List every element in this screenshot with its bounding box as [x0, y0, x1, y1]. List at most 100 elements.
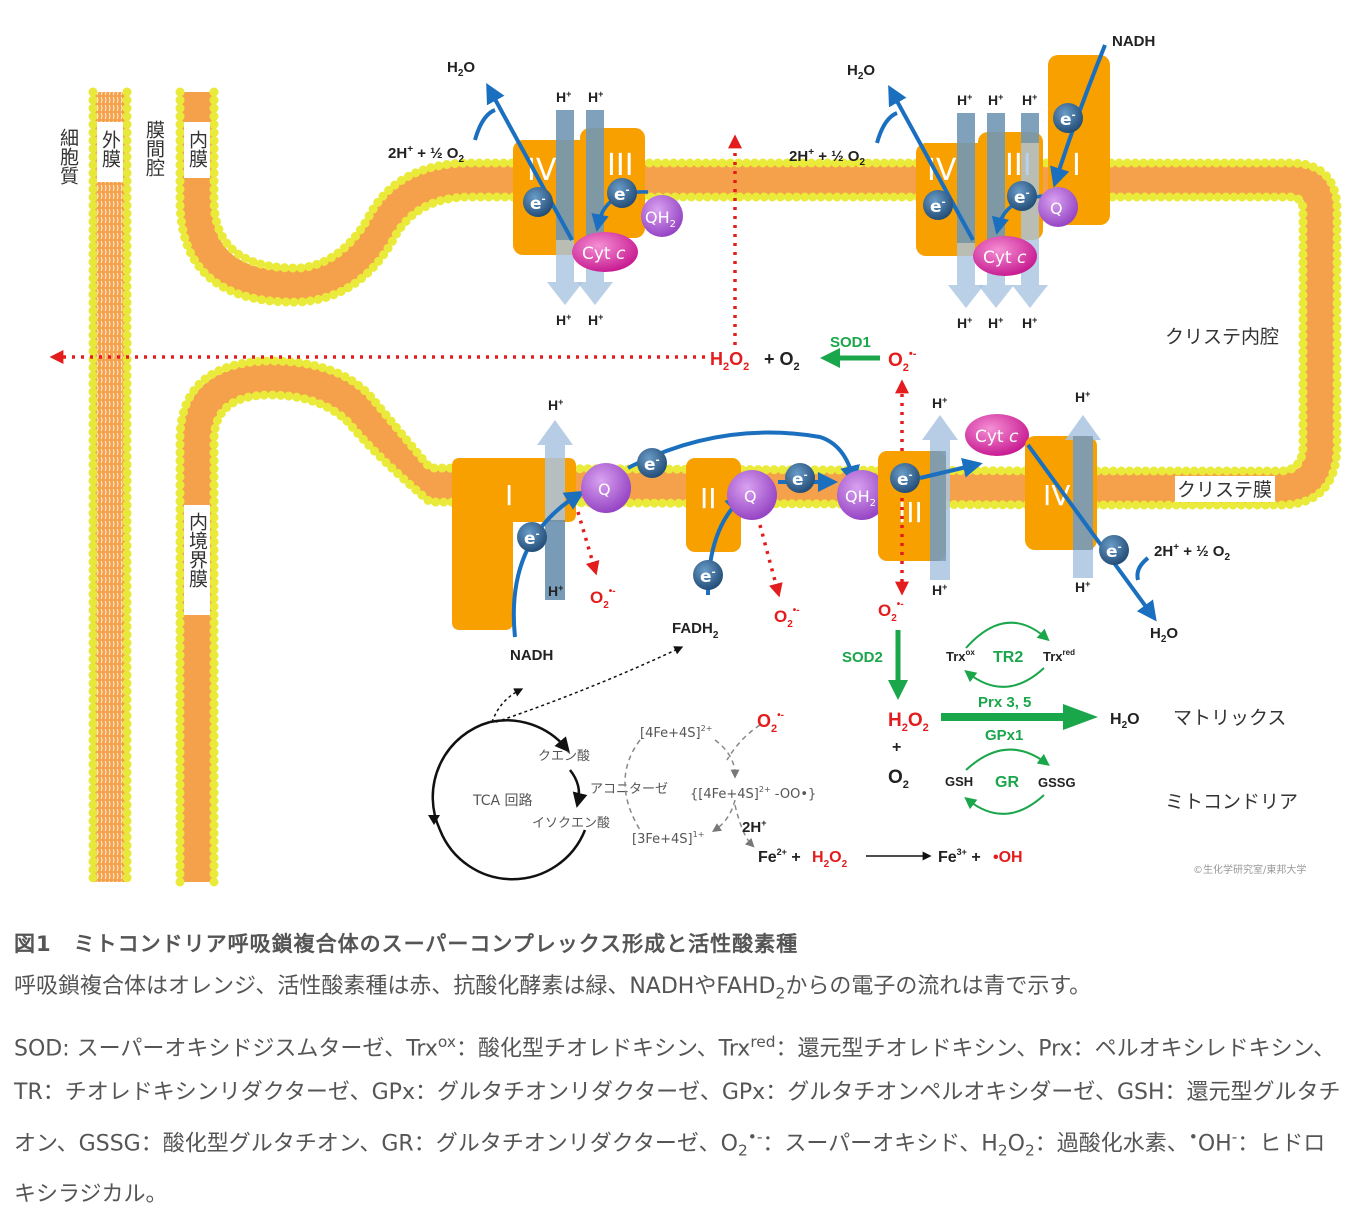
svg-text:Fe2+ +: Fe2+ + — [758, 847, 801, 866]
sod1-reaction: H2O2 + O2 SOD1 O2•- — [49, 134, 917, 460]
svg-text:+ O2: + O2 — [764, 349, 800, 373]
svg-text:2H+ + ½ O2: 2H+ + ½ O2 — [789, 147, 865, 168]
svg-text:Q: Q — [1050, 199, 1063, 218]
caption-legend-pre: 呼吸鎖複合体はオレンジ、活性酸素種は赤、抗酸化酵素は緑、NADHやFAHD — [14, 974, 776, 999]
qh2 — [641, 195, 683, 237]
svg-text:GPx1: GPx1 — [985, 727, 1023, 744]
svg-text:O2: O2 — [888, 767, 909, 791]
svg-text:O2•-: O2•- — [590, 586, 616, 611]
svg-text:アコニターゼ: アコニターゼ — [590, 782, 668, 797]
caption-run: SOD: スーパーオキシドジスムターゼ、Trx — [14, 1036, 438, 1062]
region-labels: 細胞質 外膜 膜間腔 内膜 内境界膜 クリステ内腔 クリステ膜 マトリックス ミ… — [57, 120, 1306, 876]
svg-text:Q: Q — [598, 480, 611, 499]
electron — [923, 190, 953, 220]
svg-text:H+: H+ — [988, 315, 1003, 331]
svg-text:{[4Fe+4S]2+ -OO•}: {[4Fe+4S]2+ -OO•} — [690, 785, 816, 802]
caption-run: ：過酸化水素、 — [1034, 1131, 1189, 1157]
outer-membrane — [88, 87, 132, 887]
electron — [517, 522, 547, 552]
svg-text:TCA 回路: TCA 回路 — [472, 793, 533, 809]
caption-run: 2 — [1024, 1142, 1035, 1161]
figure-caption-legend: 呼吸鎖複合体はオレンジ、活性酸素種は赤、抗酸化酵素は緑、NADHやFAHD2から… — [14, 972, 1344, 1008]
caption-run: ：還元型チオレドキシン、Prx：ペルオキシレドキシン、TR：チオレドキシンリダク… — [14, 1036, 1341, 1157]
svg-text:I: I — [1072, 148, 1081, 183]
svg-text:NADH: NADH — [1112, 33, 1155, 50]
svg-text:H+: H+ — [1075, 579, 1090, 595]
figure-caption-abbreviations: SOD: スーパーオキシドジスムターゼ、Trxox：酸化型チオレドキシン、Trx… — [14, 1020, 1344, 1217]
electron — [1053, 103, 1083, 133]
svg-text:Cyt c: Cyt c — [983, 248, 1027, 268]
caption-legend-sub: 2 — [775, 984, 786, 1003]
mitochondria-ros-diagram: 細胞質 外膜 膜間腔 内膜 内境界膜 クリステ内腔 クリステ膜 マトリックス ミ… — [49, 33, 1342, 887]
svg-text:I: I — [505, 479, 513, 512]
svg-text:QH2: QH2 — [845, 487, 876, 509]
svg-text:H2O: H2O — [847, 62, 875, 82]
label-inner-membrane: 内膜 — [186, 130, 208, 168]
svg-text:SOD2: SOD2 — [842, 649, 883, 666]
svg-text:H2O2: H2O2 — [710, 349, 749, 373]
complex-ii — [686, 458, 741, 552]
copyright: ©生化学研究室/東邦大学 — [1193, 863, 1306, 876]
label-cristae-lumen: クリステ内腔 — [1165, 326, 1279, 348]
svg-text:H+: H+ — [932, 582, 947, 598]
figure-caption-title: 図1 ミトコンドリア呼吸鎖複合体のスーパーコンプレックス形成と活性酸素種 — [14, 932, 799, 956]
svg-text:H2O: H2O — [447, 59, 475, 79]
svg-text:O2•-: O2•- — [757, 710, 784, 735]
electron — [523, 187, 553, 217]
svg-text:H+: H+ — [556, 89, 571, 105]
svg-text:Trxox: Trxox — [946, 648, 975, 664]
svg-text:GSH: GSH — [945, 774, 973, 789]
svg-text:H2O: H2O — [1110, 711, 1140, 731]
svg-text:Fe3+ +: Fe3+ + — [938, 847, 981, 866]
svg-text:[3Fe+4S]1+: [3Fe+4S]1+ — [632, 830, 704, 847]
lower-chain: I H+ H+ e- Q O2•- NADH e- II e- FADH2 Q … — [452, 389, 1230, 664]
svg-text:TR2: TR2 — [993, 649, 1023, 666]
inner-membrane-upper — [175, 87, 1342, 510]
svg-text:QH2: QH2 — [645, 208, 676, 230]
caption-run: - — [1231, 1128, 1238, 1147]
svg-text:H2O: H2O — [1150, 625, 1178, 645]
svg-text:H+: H+ — [932, 395, 947, 411]
label-cytoplasm: 細胞質 — [57, 128, 79, 185]
cyt-c — [973, 236, 1037, 276]
label-mitochondria: ミトコンドリア — [1165, 791, 1298, 813]
svg-text:Prx 3, 5: Prx 3, 5 — [978, 694, 1031, 711]
label-cristae-membrane: クリステ膜 — [1177, 479, 1272, 501]
electron — [693, 560, 723, 590]
svg-text:2H+ + ½ O2: 2H+ + ½ O2 — [1154, 542, 1230, 563]
caption-run: red — [750, 1033, 776, 1051]
tca-cycle: TCA 回路 クエン酸 イソクエン酸 アコニターゼ [4Fe+4S]2+ {[4… — [428, 646, 1023, 881]
svg-text:III: III — [898, 496, 923, 529]
label-inner-boundary-membrane: 内境界膜 — [186, 512, 208, 588]
svg-text:III: III — [607, 148, 634, 183]
svg-text:NADH: NADH — [510, 647, 553, 664]
svg-text:H+: H+ — [556, 312, 571, 328]
caption-run: ：酸化型チオレドキシン、Trx — [455, 1036, 751, 1062]
svg-text:FADH2: FADH2 — [672, 620, 719, 641]
caption-run: • — [1188, 1128, 1198, 1147]
svg-text:Cyt c: Cyt c — [582, 244, 626, 264]
inner-membrane-lower — [175, 356, 1055, 887]
caption-legend-post: からの電子の流れは青で示す。 — [785, 974, 1092, 999]
svg-text:+: + — [892, 739, 901, 756]
detox-arrow — [941, 704, 1098, 730]
ubiquinone-q — [1038, 187, 1078, 227]
label-intermembrane-space: 膜間腔 — [143, 120, 165, 177]
electron — [890, 463, 920, 493]
electron — [637, 448, 667, 478]
cyt-c — [572, 232, 638, 272]
svg-text:H+: H+ — [588, 89, 603, 105]
svg-text:H+: H+ — [1022, 92, 1037, 108]
svg-text:Cyt c: Cyt c — [975, 427, 1019, 447]
svg-text:Trxred: Trxred — [1043, 648, 1075, 664]
svg-text:2H+ + ½ O2: 2H+ + ½ O2 — [388, 144, 464, 165]
svg-text:II: II — [700, 482, 717, 515]
svg-text:H+: H+ — [1022, 315, 1037, 331]
svg-text:O2•-: O2•- — [774, 605, 800, 630]
svg-text:GSSG: GSSG — [1038, 775, 1076, 790]
caption-run: OH — [1197, 1131, 1232, 1157]
label-matrix: マトリックス — [1173, 707, 1286, 729]
svg-text:O2•-: O2•- — [878, 599, 904, 624]
svg-text:O2•-: O2•- — [888, 348, 917, 374]
electron — [1099, 535, 1129, 565]
